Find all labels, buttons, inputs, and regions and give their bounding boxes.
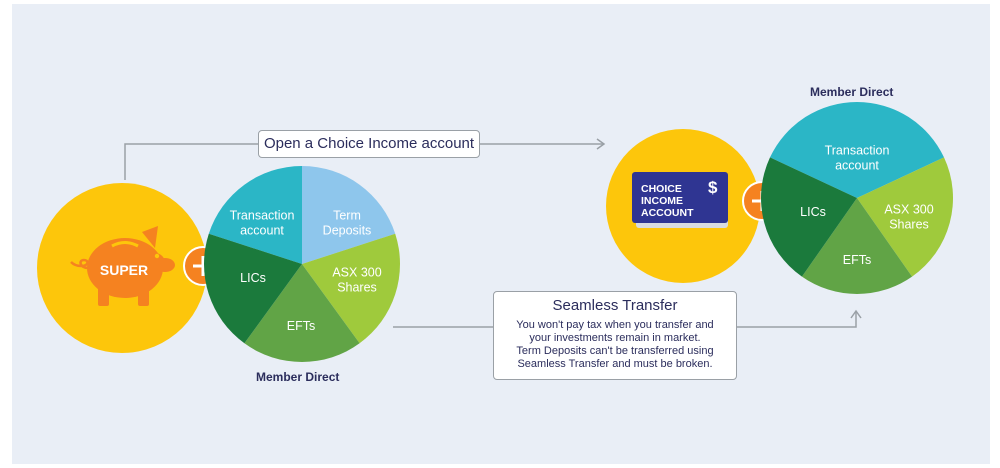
pie-segment-efts: [244, 264, 360, 362]
pie-label-lics: LICs: [240, 271, 266, 285]
svg-text:INCOME: INCOME: [641, 195, 683, 207]
pie-label-transaction-account: Transaction: [230, 209, 295, 223]
pie-label-lics: LICs: [800, 205, 826, 219]
pie-segment-asx-300-shares: [302, 233, 400, 344]
open-choice-income-label: Open a Choice Income account: [258, 130, 480, 158]
top-connector: [124, 138, 606, 180]
pie-label-transaction-account: Transaction: [825, 144, 890, 158]
svg-text:ACCOUNT: ACCOUNT: [641, 207, 694, 219]
seamless-transfer-title: Seamless Transfer: [552, 297, 678, 314]
pie-label-transaction-account: account: [240, 224, 284, 238]
seamless-transfer-line: Seamless Transfer and must be broken.: [517, 358, 713, 370]
seamless-transfer-box: Seamless Transfer You won't pay tax when…: [493, 291, 737, 380]
piggy-bank-icon: [70, 226, 175, 306]
seamless-transfer-line: You won't pay tax when you transfer and: [516, 319, 714, 331]
pie-label-asx-300-shares: Shares: [889, 218, 929, 232]
choice-income-card: CHOICE INCOME ACCOUNT $: [632, 172, 728, 228]
pie-segment-transaction-account: [208, 166, 302, 264]
pie-label-efts: EFTs: [287, 319, 315, 333]
pie-segment-efts: [801, 198, 913, 295]
left-pie-caption: Member Direct: [256, 370, 340, 384]
pie-segment-lics: [761, 157, 857, 277]
pie-segment-term-deposits: [302, 166, 396, 264]
pie-segment-transaction-account: [769, 102, 945, 198]
left-pie-chart: [204, 166, 400, 362]
svg-text:CHOICE: CHOICE: [641, 183, 682, 195]
seamless-transfer-line: your investments remain in market.: [529, 332, 701, 344]
pie-label-efts: EFTs: [843, 253, 871, 267]
super-label: SUPER: [100, 262, 148, 278]
right-pie-chart: [761, 102, 953, 295]
pie-segment-asx-300-shares: [857, 157, 953, 277]
right-pie-caption: Member Direct: [810, 85, 894, 99]
dollar-icon: $: [708, 178, 718, 197]
pie-segment-lics: [204, 233, 302, 344]
pie-label-asx-300-shares: Shares: [337, 281, 377, 295]
bottom-connector: [393, 309, 862, 328]
pie-label-term-deposits: Term: [333, 209, 361, 223]
pie-label-asx-300-shares: ASX 300: [332, 266, 381, 280]
pie-label-asx-300-shares: ASX 300: [884, 203, 933, 217]
pie-label-term-deposits: Deposits: [323, 224, 372, 238]
seamless-transfer-line: Term Deposits can't be transferred using: [516, 345, 714, 357]
pie-label-transaction-account: account: [835, 159, 879, 173]
